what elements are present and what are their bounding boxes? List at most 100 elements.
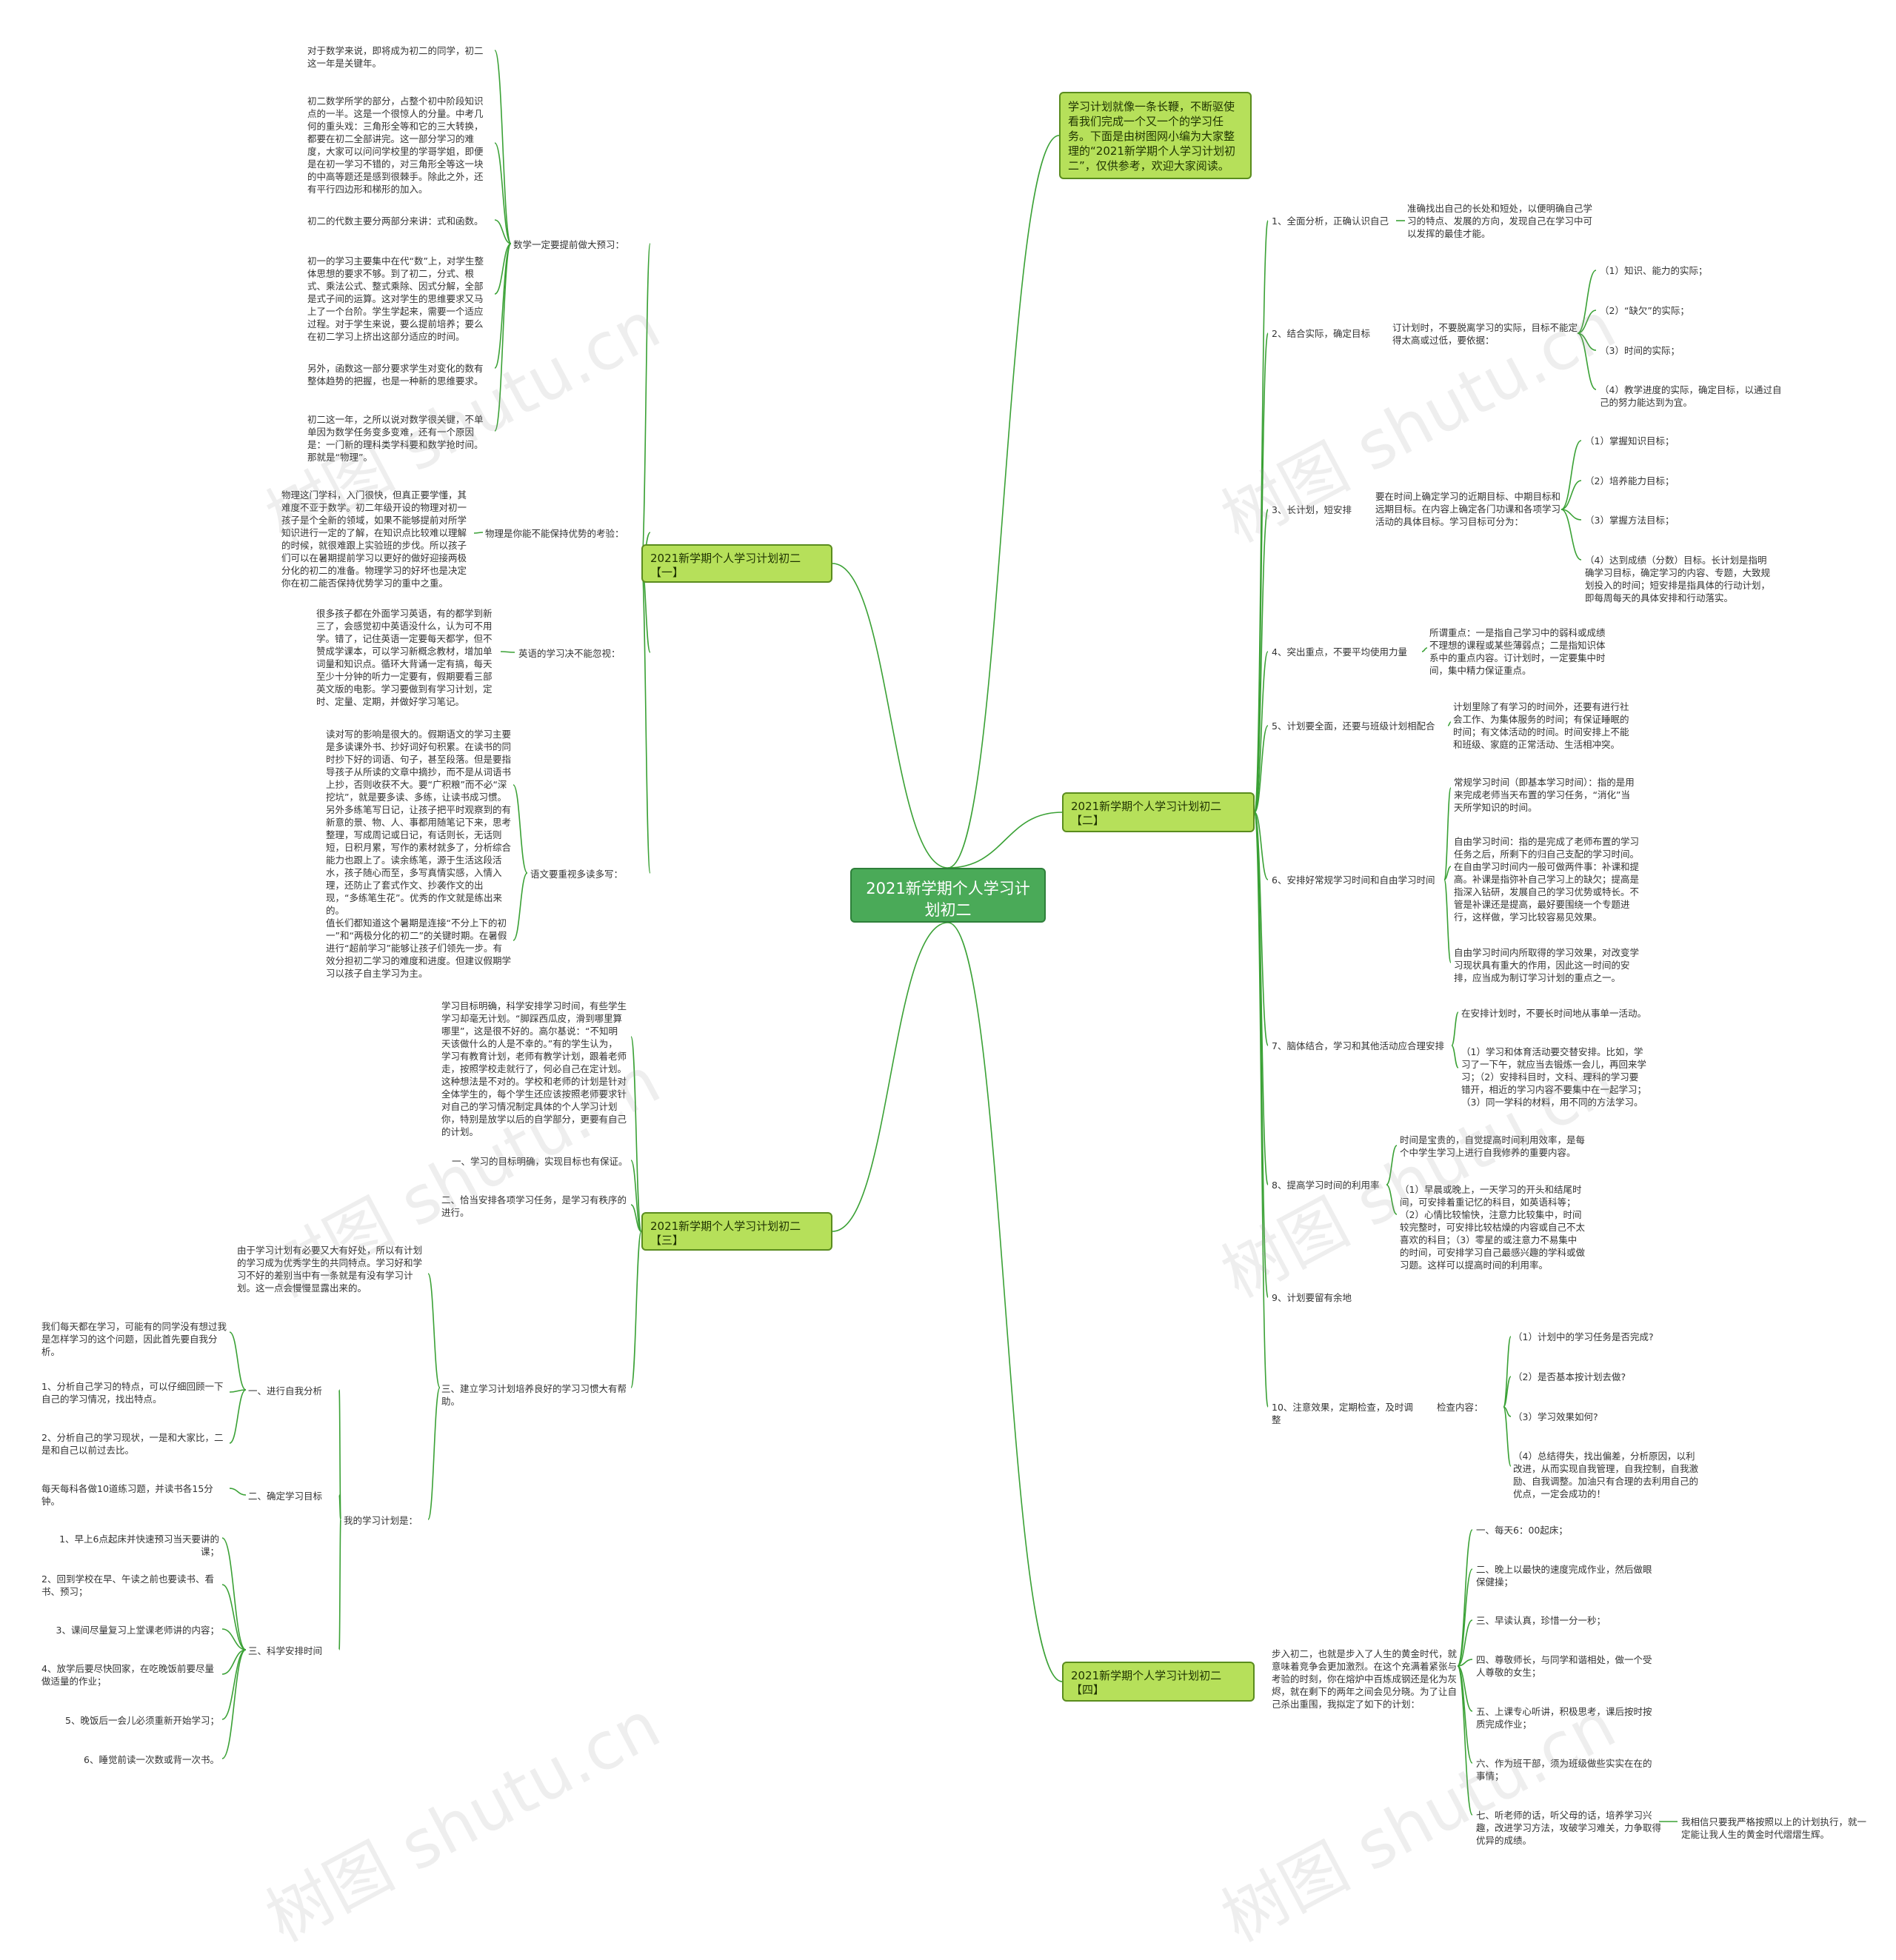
- connector-line: [1457, 1659, 1473, 1667]
- b2-item-label: 9、计划要留有余地: [1272, 1292, 1352, 1303]
- b2-item-sub: （4）达到成绩（分数）目标。长计划是指明确学习目标，确定学习的内容、专题，大致规…: [1585, 555, 1771, 603]
- connector-line: [630, 1036, 642, 1232]
- connector-line: [229, 1488, 247, 1496]
- mind-map-connectors: [221, 50, 1678, 1822]
- b1-english-label: 英语的学习决不能忽视：: [518, 648, 621, 659]
- b3-item: 三、建立学习计划培养良好的学习习惯大有帮助。: [441, 1383, 627, 1407]
- connector-line: [1560, 509, 1582, 561]
- b2-item-sub: 自由学习时间内所取得的学习效果，对改变学习现状具有重大的作用，因此这一时间的安排…: [1454, 947, 1640, 983]
- connector-line: [1443, 866, 1452, 880]
- connector-line: [1457, 1665, 1473, 1816]
- b1-math-item: 初二这一年，之所以说对数学很关键，不单单因为数学任务变多变难，还有一个原因是：一…: [307, 414, 484, 463]
- b2-item-sub: （4）总结得失，找出偏差，分析原因，以利改进，从而实现自我管理，自我控制，自我激…: [1513, 1451, 1699, 1499]
- b3-time-item: 1、早上6点起床并快速预习当天要讲的课；: [59, 1533, 219, 1557]
- b3-myplan: 我的学习计划是：: [344, 1515, 418, 1526]
- connector-line: [630, 1231, 642, 1388]
- b2-item-sub: （3）掌握方法目标；: [1585, 515, 1675, 526]
- connector-line: [1386, 1184, 1398, 1215]
- connector-line: [513, 872, 528, 941]
- b2-item-text: 订计划时，不要脱离学习的实际，目标不能定得太高或过低，要依据：: [1392, 322, 1578, 346]
- connector-line: [1443, 879, 1452, 963]
- connector-line: [947, 922, 1063, 1682]
- b3-self-item: 我们每天都在学习，可能有的同学没有想过我是怎样学习的这个问题，因此首先要自我分析…: [41, 1321, 227, 1357]
- connector-line: [427, 1387, 441, 1520]
- connector-line: [494, 142, 512, 244]
- connector-line: [1386, 1145, 1398, 1185]
- b2-item-label: 6、安排好常规学习时间和自由学习时间: [1272, 874, 1435, 886]
- connector-line: [229, 1389, 247, 1444]
- connector-line: [1421, 647, 1428, 652]
- b4-item: 三、早读认真，珍惜一分一秒；: [1476, 1615, 1606, 1626]
- b1-math-item: 另外，函数这一部分要求学生对变化的数有整体趋势的把握，也是一种新的思维要求。: [307, 363, 484, 387]
- b3-time-item: 4、放学后要尽快回家，在吃晚饭前要尽量做适量的作业；: [41, 1663, 214, 1687]
- connector-line: [832, 563, 949, 869]
- b3-self-label: 一、进行自我分析: [248, 1385, 323, 1397]
- connector-line: [221, 1584, 247, 1650]
- b2-item-text: 准确找出自己的长处和短处，以便明确自己学习的特点、发展的方向，发现自己在学习中可…: [1407, 203, 1593, 239]
- connector-line: [229, 1331, 247, 1391]
- connector-line: [1577, 332, 1597, 390]
- connector-line: [1254, 812, 1269, 880]
- b1-chinese-item: 读对写的影响是很大的。假期语文的学习主要是多读课外书、抄好词好句积累。在读书的同…: [326, 729, 512, 916]
- branch-1[interactable]: 2021新学期个人学习计划初二【一】: [641, 544, 832, 583]
- b2-item-sub: （3）时间的实际；: [1600, 345, 1680, 356]
- connector-line: [513, 784, 528, 874]
- connector-line: [221, 1628, 247, 1650]
- connector-line: [1254, 651, 1269, 813]
- b4-item: 六、作为班干部，须为班级做些实实在在的事情；: [1476, 1758, 1652, 1782]
- b2-item-sub: （1）知识、能力的实际；: [1600, 265, 1708, 276]
- b4-item: 二、晚上以最快的速度完成作业，然后做眼保健操；: [1476, 1564, 1652, 1588]
- b2-item-text: 要在时间上确定学习的近期目标、中期目标和远期目标。在内容上确定各门功课和各项学习…: [1375, 491, 1561, 527]
- intro-note: 学习计划就像一条长鞭，不断驱使看我们完成一个又一个的学习任务。下面是由树图网小编…: [1059, 92, 1252, 179]
- b1-chinese-label: 语文要重视多读多写：: [530, 869, 624, 880]
- b4-item: 五、上课专心听讲，积极思考，课后按时按质完成作业；: [1476, 1706, 1652, 1730]
- connector-line: [1577, 310, 1597, 334]
- b2-item-label: 10、注意效果，定期检查，及时调整: [1272, 1402, 1413, 1425]
- b2-item-sub: （4）教学进度的实际，确定目标，以通过自己的努力能达到为宜。: [1600, 384, 1782, 408]
- b2-item-text: 检查内容：: [1437, 1402, 1483, 1413]
- b2-item-sub: 自由学习时间：指的是完成了老师布置的学习任务之后，所剩下的归自己支配的学习时间。…: [1454, 836, 1640, 923]
- b2-item-sub: （1）计划中的学习任务是否完成?: [1513, 1331, 1654, 1342]
- b3-item3-text: 由于学习计划有必要又大有好处，所以有计划的学习成为优秀学生的共同特点。学习好和学…: [237, 1245, 423, 1294]
- b1-chinese-item: 值长们都知道这个暑期是连接“不分上下的初一”和“两极分化的初二”的关键时期。在暑…: [326, 917, 512, 979]
- root-topic[interactable]: 2021新学期个人学习计划初二: [850, 868, 1046, 923]
- connector-line: [630, 1204, 642, 1232]
- connector-line: [427, 1273, 441, 1388]
- b4-item: 七、听老师的话，听父母的话，培养学习兴趣，改进学习方法，攻破学习难关，力争取得优…: [1476, 1810, 1662, 1846]
- connector-line: [1451, 1045, 1459, 1068]
- connector-line: [338, 1519, 341, 1650]
- branch-2[interactable]: 2021新学期个人学习计划初二【二】: [1062, 792, 1255, 832]
- b3-goal-label: 二、确定学习目标: [248, 1491, 323, 1502]
- connector-line: [1560, 440, 1582, 510]
- connector-line: [473, 532, 484, 534]
- b3-self-item: 2、分析自己的学习现状，一是和大家比，二是和自己以前过去比。: [41, 1432, 224, 1456]
- b3-time-item: 6、睡觉前读一次数或背一次书。: [84, 1754, 219, 1765]
- connector-line: [494, 243, 512, 295]
- b1-math-label: 数学一定要提前做大预习：: [513, 239, 625, 250]
- b1-math-item: 初二的代数主要分两部分来讲：式和函数。: [307, 215, 484, 227]
- b4-item: 四、尊敬师长，与同学和谐相处，做一个受人尊敬的女生；: [1476, 1654, 1652, 1678]
- b1-math-item: 初一的学习主要集中在代“数”上，对学生整体思想的要求不够。到了初二，分式、根式、…: [307, 255, 484, 342]
- branch-3[interactable]: 2021新学期个人学习计划初二【三】: [641, 1212, 832, 1251]
- branch-4[interactable]: 2021新学期个人学习计划初二【四】: [1062, 1662, 1255, 1702]
- connector-line: [494, 50, 512, 244]
- b2-item-label: 2、结合实际，确定目标: [1272, 328, 1370, 339]
- connector-line: [221, 1649, 247, 1759]
- connector-line: [229, 1389, 247, 1393]
- b1-physics-label: 物理是你能不能保持优势的考验：: [485, 528, 624, 539]
- b3-item: 二、恰当安排各项学习任务，是学习有秩序的进行。: [441, 1194, 627, 1218]
- connector-line: [1457, 1568, 1473, 1667]
- connector-line: [1577, 270, 1597, 334]
- b3-time-item: 2、回到学校在早、午读之前也要读书、看书、预习；: [41, 1573, 214, 1597]
- connector-line: [338, 1494, 341, 1520]
- connector-line: [832, 922, 949, 1232]
- connector-line: [1457, 1619, 1473, 1667]
- b2-item-label: 1、全面分析，正确认识自己: [1272, 215, 1389, 227]
- connector-line: [1443, 787, 1452, 880]
- b2-item-text: 所谓重点：一是指自己学习中的弱科或成绩不理想的课程或某些薄弱点；二是指知识体系中…: [1429, 627, 1606, 676]
- b1-english-text: 很多孩子都在外面学习英语，有的都学到新三了，会感觉初中英语没什么，认为可不用学。…: [316, 608, 493, 707]
- b2-item-sub: （2）是否基本按计划去做?: [1513, 1371, 1626, 1382]
- b2-item-sub: 时间是宝贵的，自觉提高时间利用效率，是每个中学生学习上进行自我修养的重要内容。: [1400, 1134, 1586, 1158]
- connector-line: [1451, 1011, 1459, 1046]
- b2-item-sub: （1）早晨或晚上，一天学习的开头和结尾时间，可安排着重记忆的科目，如英语科等；（…: [1400, 1184, 1586, 1271]
